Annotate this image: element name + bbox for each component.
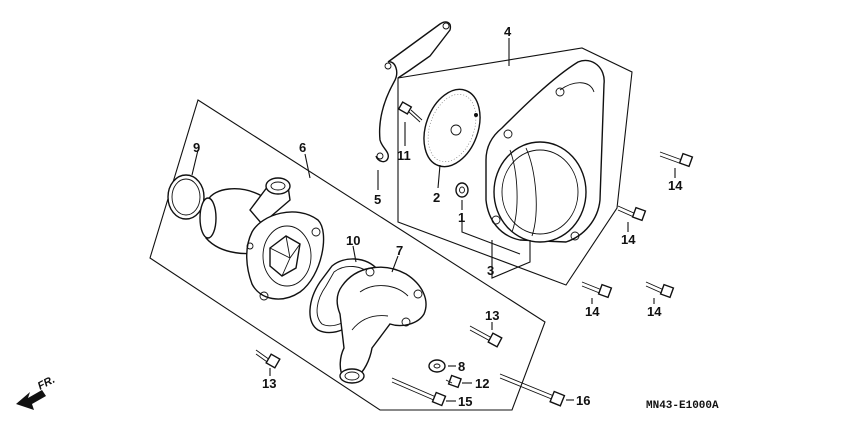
bolt-14-b — [617, 205, 647, 222]
bolt-15 — [391, 377, 447, 407]
callout-1: 1 — [458, 210, 465, 225]
bolt-14-a — [659, 151, 694, 168]
callout-4: 4 — [504, 24, 512, 39]
callout-14-d: 14 — [647, 304, 662, 319]
o-ring-9-inner — [171, 178, 201, 216]
bracket-hole — [442, 22, 450, 30]
water-pump-body — [199, 177, 325, 301]
callout-11: 11 — [397, 148, 411, 163]
callout-7: 7 — [396, 243, 403, 258]
callout-2: 2 — [433, 190, 440, 205]
callout-12: 12 — [475, 376, 489, 391]
callout-10: 10 — [346, 233, 360, 248]
leader-lines — [191, 38, 676, 402]
washer-8 — [428, 359, 446, 373]
o-ring-9 — [167, 174, 205, 220]
callout-14-b: 14 — [621, 232, 636, 247]
group-outline-cover — [397, 47, 633, 286]
washer-1 — [455, 182, 469, 198]
bolt-13-right — [469, 325, 503, 348]
callout-8: 8 — [458, 359, 465, 374]
bolt-14-d — [645, 281, 675, 299]
callout-13-left: 13 — [262, 376, 276, 391]
callout-5: 5 — [374, 192, 381, 207]
callout-13-right: 13 — [485, 308, 499, 323]
callout-14-a: 14 — [668, 178, 683, 193]
forward-arrow-icon — [16, 390, 46, 410]
bolt-13-left — [255, 349, 281, 369]
group-outline-pump — [149, 99, 546, 411]
callout-6: 6 — [299, 140, 306, 155]
callout-15: 15 — [458, 394, 472, 409]
washer-1-hole — [459, 186, 465, 194]
bracket-hole — [376, 152, 384, 160]
filter-screen — [423, 88, 481, 168]
bolt-12 — [445, 374, 462, 389]
drawing-code: MN43-E1000A — [646, 400, 719, 412]
water-joint-7 — [336, 266, 427, 384]
callout-3: 3 — [487, 263, 494, 278]
bolt-16 — [499, 373, 566, 407]
direction-label: FR. — [36, 374, 57, 393]
callout-9: 9 — [193, 140, 200, 155]
screw-11 — [397, 101, 423, 123]
bolt-14-c — [581, 281, 613, 299]
bracket-hole — [384, 62, 392, 70]
bracket-gasket — [375, 21, 452, 163]
washer-8-hole — [433, 363, 441, 369]
water-pump-cover — [485, 59, 605, 243]
callout-16: 16 — [576, 393, 590, 408]
callout-14-c: 14 — [585, 304, 600, 319]
